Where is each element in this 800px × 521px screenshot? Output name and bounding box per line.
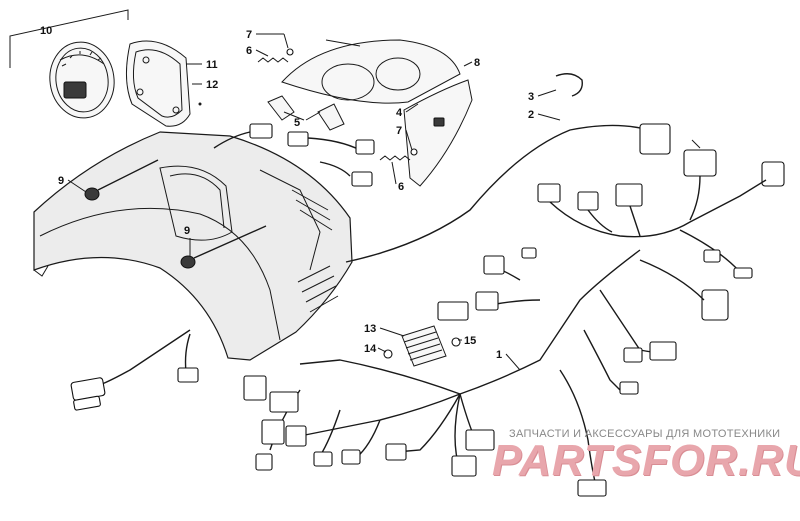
callout-1: 1 <box>496 349 502 361</box>
callout-7-lower: 7 <box>396 125 402 137</box>
callout-9-lower: 9 <box>184 225 190 237</box>
watermark-tagline: ЗАПЧАСТИ И АКСЕССУАРЫ ДЛЯ МОТОТЕХНИКИ <box>509 428 781 440</box>
mounting-bolt-lower <box>180 225 267 269</box>
callout-6-lower: 6 <box>398 181 404 193</box>
callout-7-upper: 7 <box>246 29 252 41</box>
mounting-bolt-upper <box>84 159 159 201</box>
right-connector-cluster <box>537 161 785 321</box>
callout-6-upper: 6 <box>246 45 252 57</box>
callout-2: 2 <box>528 109 534 121</box>
callout-10: 10 <box>40 25 52 37</box>
callout-10-bracket <box>9 9 129 68</box>
headlight-housing <box>281 39 473 187</box>
callout-9-upper: 9 <box>58 175 64 187</box>
front-fairing-body <box>33 131 353 361</box>
callout-13: 13 <box>364 323 376 335</box>
watermark-brand: PARTSFOR.RU <box>492 436 800 485</box>
callout-15: 15 <box>464 335 476 347</box>
spring-upper <box>257 48 294 63</box>
headlight-harness <box>213 123 375 187</box>
speedometer-gauge <box>49 41 115 119</box>
harness-clip <box>555 73 583 97</box>
bulb-socket-pair <box>267 95 345 131</box>
main-harness-lead <box>345 123 717 263</box>
spring-lower <box>379 148 418 161</box>
gauge-back-cover <box>126 40 191 127</box>
left-harness-lead <box>70 329 199 411</box>
lower-harness-trunk <box>243 247 677 497</box>
callout-14: 14 <box>364 343 377 355</box>
callout-11: 11 <box>206 59 218 71</box>
callout-3: 3 <box>528 91 534 103</box>
callout-12: 12 <box>206 79 218 91</box>
callout-5: 5 <box>294 117 300 129</box>
callout-4: 4 <box>396 107 403 119</box>
voltage-regulator <box>383 301 469 367</box>
callout-8: 8 <box>474 57 480 69</box>
